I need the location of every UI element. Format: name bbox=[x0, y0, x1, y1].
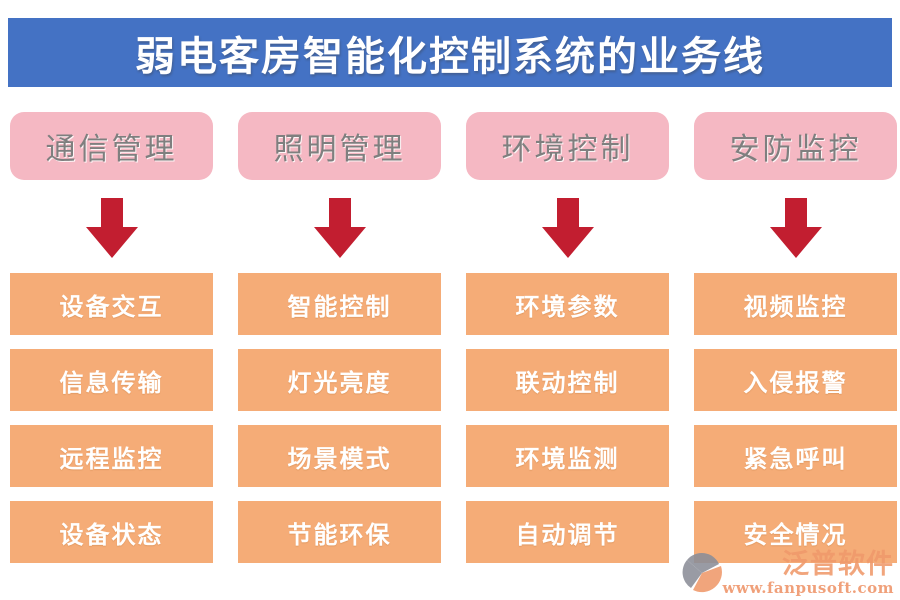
item-box: 自动调节 bbox=[466, 501, 669, 563]
item-box: 环境参数 bbox=[466, 273, 669, 335]
item-box: 环境监测 bbox=[466, 425, 669, 487]
item-label: 设备交互 bbox=[59, 291, 164, 321]
item-box: 安全情况 bbox=[694, 501, 897, 563]
category-box: 安防监控 bbox=[694, 112, 897, 180]
category-box: 照明管理 bbox=[238, 112, 441, 180]
category-label: 环境控制 bbox=[501, 132, 634, 167]
item-box: 联动控制 bbox=[466, 349, 669, 411]
item-label: 场景模式 bbox=[287, 443, 392, 473]
down-arrow-icon bbox=[313, 198, 366, 258]
item-box: 灯光亮度 bbox=[238, 349, 441, 411]
watermark-brand: 泛普软件 bbox=[782, 549, 894, 580]
item-label: 智能控制 bbox=[287, 291, 392, 321]
column-environment: 环境控制 环境参数 联动控制 环境监测 自动调节 bbox=[466, 112, 669, 563]
item-box: 场景模式 bbox=[238, 425, 441, 487]
watermark-url: www.fanpusoft.com bbox=[722, 579, 894, 597]
item-box: 设备状态 bbox=[10, 501, 213, 563]
page-title: 弱电客房智能化控制系统的业务线 bbox=[135, 32, 765, 80]
item-label: 信息传输 bbox=[59, 367, 164, 397]
item-label: 自动调节 bbox=[515, 519, 620, 549]
category-box: 环境控制 bbox=[466, 112, 669, 180]
item-box: 远程监控 bbox=[10, 425, 213, 487]
item-box: 视频监控 bbox=[694, 273, 897, 335]
title-bar: 弱电客房智能化控制系统的业务线 bbox=[8, 18, 892, 87]
item-label: 紧急呼叫 bbox=[743, 443, 848, 473]
fanpu-logo-icon bbox=[681, 552, 723, 598]
item-label: 入侵报警 bbox=[743, 367, 848, 397]
category-label: 安防监控 bbox=[729, 132, 862, 167]
item-box: 节能环保 bbox=[238, 501, 441, 563]
item-box: 信息传输 bbox=[10, 349, 213, 411]
category-label: 照明管理 bbox=[273, 132, 406, 167]
column-lighting: 照明管理 智能控制 灯光亮度 场景模式 节能环保 bbox=[238, 112, 441, 563]
item-label: 安全情况 bbox=[743, 519, 848, 549]
column-communication: 通信管理 设备交互 信息传输 远程监控 设备状态 bbox=[10, 112, 213, 563]
category-label: 通信管理 bbox=[45, 132, 178, 167]
item-label: 环境参数 bbox=[515, 291, 620, 321]
watermark: 泛普软件 www.fanpusoft.com bbox=[681, 550, 895, 598]
item-box: 入侵报警 bbox=[694, 349, 897, 411]
down-arrow-icon bbox=[769, 198, 822, 258]
down-arrow-icon bbox=[541, 198, 594, 258]
category-box: 通信管理 bbox=[10, 112, 213, 180]
item-label: 远程监控 bbox=[59, 443, 164, 473]
item-label: 视频监控 bbox=[743, 291, 848, 321]
down-arrow-icon bbox=[85, 198, 138, 258]
item-label: 联动控制 bbox=[515, 367, 620, 397]
item-box: 设备交互 bbox=[10, 273, 213, 335]
item-label: 环境监测 bbox=[515, 443, 620, 473]
column-security: 安防监控 视频监控 入侵报警 紧急呼叫 安全情况 bbox=[694, 112, 897, 563]
item-label: 节能环保 bbox=[287, 519, 392, 549]
item-label: 设备状态 bbox=[59, 519, 164, 549]
item-box: 紧急呼叫 bbox=[694, 425, 897, 487]
item-box: 智能控制 bbox=[238, 273, 441, 335]
item-label: 灯光亮度 bbox=[287, 367, 392, 397]
watermark-text: 泛普软件 www.fanpusoft.com bbox=[722, 549, 895, 597]
